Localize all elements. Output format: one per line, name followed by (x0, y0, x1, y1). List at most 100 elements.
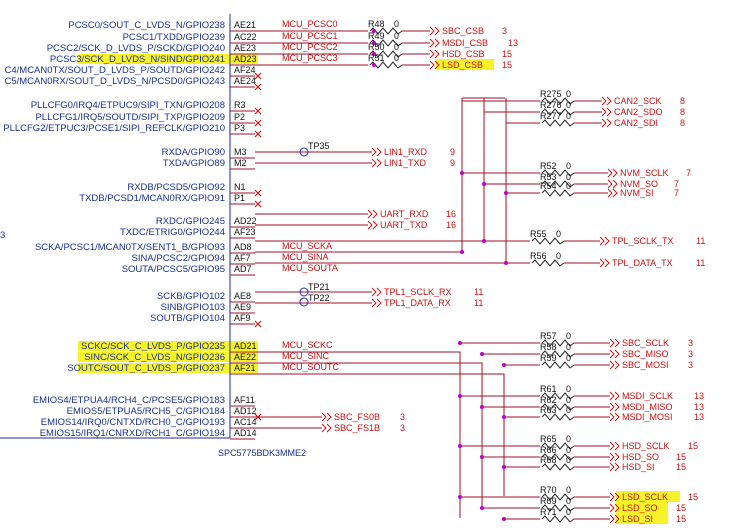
off-page-net: CAN2_SDI (614, 118, 658, 128)
off-page-arrow (609, 412, 615, 422)
pin-number: AE23 (234, 43, 256, 53)
pin-function: TXDC/ETRIG0/GPIO244 (120, 227, 225, 238)
resistor-ref: R58 (540, 342, 557, 352)
junction-dot (502, 415, 506, 419)
pin-function: SCKB/GPIO102 (157, 291, 225, 302)
off-page-net: NVM_SCLK (620, 168, 669, 178)
off-page-arrow (614, 402, 620, 412)
highlight-layer (78, 54, 680, 524)
off-page-page-ref: 11 (696, 236, 705, 246)
resistor-symbol (541, 97, 575, 105)
no-connect-mark (254, 189, 262, 197)
resistor-symbol (369, 50, 403, 58)
pin-number: P2 (234, 112, 245, 122)
junction-dot (460, 250, 464, 254)
pin-function: SOUTB/GPIO104 (150, 313, 225, 324)
no-connect-mark (254, 72, 262, 80)
off-page-arrow (612, 179, 618, 189)
off-page-page-ref: 3 (688, 360, 693, 370)
junction-dot (480, 455, 484, 459)
resistor-symbol (541, 119, 575, 127)
pin-function: EMIOS14/IRQ0/CNTXD/RCH0_C/GPIO193 (41, 417, 225, 428)
no-connect-mark (254, 320, 262, 328)
off-page-net: LSD_SCLK (622, 492, 668, 502)
off-page-arrow (321, 423, 327, 433)
resistor-ref: R68 (540, 455, 557, 465)
off-page-arrow (614, 349, 620, 359)
resistor-symbol (531, 259, 565, 267)
resistor-value: 0 (566, 111, 571, 121)
off-page-page-ref: 8 (680, 96, 685, 106)
pin-number: AD8 (234, 242, 252, 252)
off-page-page-ref: 3 (688, 338, 693, 348)
junction-dot (372, 29, 376, 33)
pin-number: AE9 (234, 302, 251, 312)
pin-number: AD12 (234, 406, 257, 416)
off-page-arrow (434, 38, 440, 48)
resistor-symbol (541, 442, 575, 450)
off-page-arrow (607, 188, 613, 198)
off-page-net: LSD_SI (622, 514, 653, 524)
off-page-arrow (609, 338, 615, 348)
junction-dot (458, 394, 462, 398)
pin-number: M3 (234, 147, 247, 157)
off-page-net: UART_TXD (380, 220, 428, 230)
off-page-arrow (367, 220, 373, 230)
off-page-arrow (326, 423, 332, 433)
pin-number: AF11 (234, 395, 255, 405)
off-page-page-ref: 13 (694, 402, 704, 412)
off-page-arrow (601, 107, 607, 117)
off-page-arrow (609, 349, 615, 359)
off-page-arrow (371, 158, 377, 168)
no-connect-mark (254, 119, 262, 127)
off-page-page-ref: 3 (688, 349, 693, 359)
off-page-net: SBC_FS0B (334, 412, 380, 422)
pin-highlight (78, 341, 258, 351)
off-page-arrow (609, 492, 615, 502)
pin-function: RXDC/GPIO245 (156, 216, 225, 227)
pin-number: AD21 (234, 341, 257, 351)
off-page-page-ref: 7 (674, 188, 679, 198)
off-page-arrow (429, 26, 435, 36)
off-page-page-ref: 7 (686, 168, 691, 178)
net-name: MCU_PCSC2 (282, 42, 338, 52)
pin-function: PCSC3/SCK_D_LVDS_N/SIND/GPIO241 (50, 54, 225, 65)
net-name: MCU_SINC (282, 351, 330, 361)
resistor-symbol (541, 180, 575, 188)
resistor-symbol (541, 350, 575, 358)
net-wire (255, 351, 461, 518)
junction-dot (482, 239, 486, 243)
off-page-arrow (614, 452, 620, 462)
off-page-page-ref: 15 (688, 441, 698, 451)
off-page-net: MSDI_MOSI (622, 412, 673, 422)
test-point-label: TP22 (308, 293, 330, 303)
no-connect-mark (254, 130, 262, 138)
resistor-ref: R57 (540, 331, 557, 341)
pin-function: TXDB/PCSD1/MCAN0RX/GPIO91 (79, 193, 225, 204)
off-page-arrow (429, 49, 435, 59)
resistor-ref: R56 (530, 251, 547, 261)
test-point-circle (299, 287, 309, 297)
net-name: MCU_SINA (282, 252, 329, 262)
no-connect-mark (254, 107, 262, 115)
resistor-value: 0 (556, 229, 561, 239)
resistor-symbol (541, 169, 575, 177)
pin-number: AC14 (234, 417, 257, 427)
off-page-arrow (612, 168, 618, 178)
off-page-arrow (429, 60, 435, 70)
chip-side-letter: 3 (0, 230, 5, 241)
resistor-symbol (541, 108, 575, 116)
off-page-arrow (372, 220, 378, 230)
resistor-symbol (541, 339, 575, 347)
resistor-ref: R275 (540, 89, 562, 99)
off-page-arrow (601, 118, 607, 128)
off-page-arrow (609, 514, 615, 524)
off-page-arrow (367, 209, 373, 219)
pin-number: AF21 (234, 363, 256, 373)
off-page-net: CAN2_SDO (614, 107, 663, 117)
pin-number: AE21 (234, 20, 256, 30)
off-page-arrow (606, 107, 612, 117)
resistor-value: 0 (566, 434, 571, 444)
resistor-symbol (541, 515, 575, 523)
